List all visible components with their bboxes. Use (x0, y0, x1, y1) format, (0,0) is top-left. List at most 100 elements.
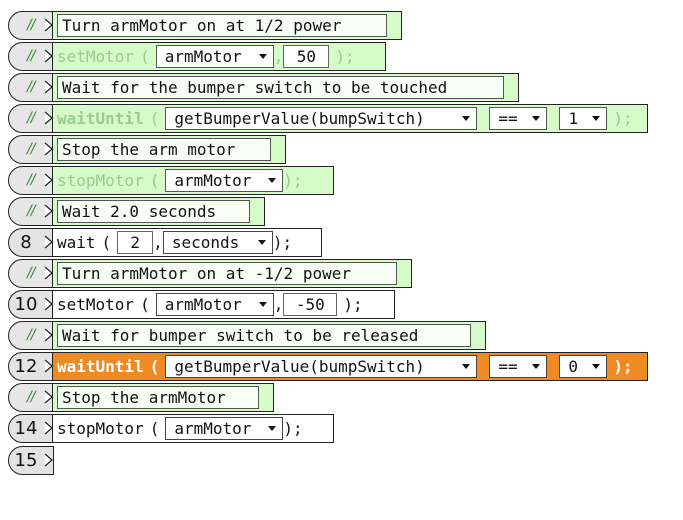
commented-statement: setMotor ( armMotor , 50 ); (52, 42, 386, 71)
commented-statement: stopMotor ( armMotor ); (52, 166, 334, 195)
open-paren: ( (149, 419, 160, 438)
arrow-icon (44, 453, 53, 467)
dropdown-value: seconds (171, 233, 240, 252)
chevron-down-icon (462, 364, 471, 369)
close-paren: ); (613, 109, 633, 128)
condition-dropdown[interactable]: getBumperValue(bumpSwitch) (165, 355, 478, 378)
close-paren: ); (283, 171, 303, 190)
comment-text[interactable]: Wait for bumper switch to be released (57, 324, 471, 347)
chevron-down-icon (592, 116, 601, 121)
comment-text[interactable]: Turn armMotor on at 1/2 power (57, 14, 387, 37)
comment-block: Stop the arm motor (52, 135, 286, 164)
comment-block: Turn armMotor on at 1/2 power (52, 11, 402, 40)
function-name: setMotor (57, 47, 135, 66)
comment-block: Wait for the bumper switch to be touched (52, 73, 519, 102)
comment-toggle-icon[interactable]: // (27, 389, 36, 405)
chevron-down-icon (257, 240, 266, 245)
value-dropdown[interactable]: 1 (559, 107, 608, 130)
dropdown-value: == (498, 109, 518, 128)
open-paren: ( (149, 357, 160, 376)
comment-text[interactable]: Wait for the bumper switch to be touched (57, 76, 504, 99)
comment-toggle-icon[interactable]: // (27, 327, 36, 343)
motor-dropdown[interactable]: armMotor (155, 45, 274, 68)
chevron-down-icon (532, 116, 541, 121)
value-dropdown[interactable]: 0 (559, 355, 608, 378)
open-paren: ( (140, 295, 150, 314)
chevron-down-icon (268, 178, 277, 183)
power-input[interactable]: 50 (283, 45, 330, 68)
comment-block: Wait 2.0 seconds (52, 197, 265, 226)
function-name: setMotor (57, 295, 135, 314)
close-paren: ); (335, 47, 355, 66)
dropdown-value: 1 (568, 109, 578, 128)
dropdown-value: getBumperValue(bumpSwitch) (174, 357, 425, 376)
comment-text[interactable]: Turn armMotor on at -1/2 power (57, 262, 397, 285)
line-number: 15 (14, 450, 38, 471)
chevron-down-icon (592, 364, 601, 369)
comment-block: Turn armMotor on at -1/2 power (52, 259, 412, 288)
comment-toggle-icon[interactable]: // (27, 48, 36, 64)
comma: , (273, 295, 284, 314)
dropdown-value: armMotor (164, 47, 242, 66)
chevron-down-icon (258, 54, 267, 59)
power-input[interactable]: -50 (283, 293, 338, 316)
chevron-down-icon (462, 116, 471, 121)
chevron-down-icon (258, 302, 267, 307)
line-gutter[interactable]: 14 (8, 414, 54, 443)
motor-dropdown[interactable]: armMotor (165, 169, 284, 192)
line-gutter[interactable]: 8 (8, 228, 54, 257)
close-paren: ); (343, 295, 363, 314)
time-unit-dropdown[interactable]: seconds (162, 231, 273, 254)
comment-toggle-icon[interactable]: // (27, 79, 36, 95)
dropdown-value: == (498, 357, 518, 376)
motor-dropdown[interactable]: armMotor (165, 417, 284, 440)
comment-toggle-icon[interactable]: // (27, 110, 36, 126)
condition-dropdown[interactable]: getBumperValue(bumpSwitch) (165, 107, 478, 130)
operator-dropdown[interactable]: == (489, 355, 548, 378)
comment-toggle-icon[interactable]: // (27, 17, 36, 33)
highlighted-statement: waitUntil ( getBumperValue(bumpSwitch) =… (52, 352, 648, 381)
comment-toggle-icon[interactable]: // (27, 141, 36, 157)
line-number: 8 (20, 232, 32, 253)
function-name: waitUntil (57, 109, 144, 128)
motor-dropdown[interactable]: armMotor (155, 293, 274, 316)
function-name: stopMotor (57, 171, 144, 190)
function-name: stopMotor (57, 419, 144, 438)
function-name: waitUntil (57, 357, 144, 376)
dropdown-value: getBumperValue(bumpSwitch) (174, 109, 425, 128)
statement: setMotor ( armMotor , -50 ); (52, 290, 395, 319)
close-paren: ); (272, 233, 293, 252)
open-paren: ( (140, 47, 150, 66)
dropdown-value: armMotor (164, 295, 242, 314)
line-number: 14 (14, 418, 38, 439)
statement: stopMotor ( armMotor ); (52, 414, 334, 443)
open-paren: ( (149, 171, 160, 190)
line-gutter[interactable]: 15 (8, 446, 54, 475)
duration-input[interactable]: 2 (117, 231, 154, 254)
chevron-down-icon (532, 364, 541, 369)
comment-text[interactable]: Wait 2.0 seconds (57, 200, 250, 223)
comment-text[interactable]: Stop the armMotor (57, 386, 259, 409)
line-number: 12 (14, 356, 38, 377)
dropdown-value: armMotor (174, 419, 252, 438)
comma: , (153, 233, 163, 252)
comment-toggle-icon[interactable]: // (27, 265, 36, 281)
dropdown-value: armMotor (174, 171, 252, 190)
operator-dropdown[interactable]: == (489, 107, 548, 130)
dropdown-value: 0 (568, 357, 578, 376)
statement: wait ( 2 , seconds ); (52, 228, 322, 257)
comment-text[interactable]: Stop the arm motor (57, 138, 271, 161)
close-paren: ); (613, 357, 633, 376)
comment-block: Stop the armMotor (52, 383, 274, 412)
open-paren: ( (101, 233, 112, 252)
line-number: 10 (14, 294, 38, 315)
close-paren: ); (283, 419, 303, 438)
open-paren: ( (149, 109, 160, 128)
comment-block: Wait for bumper switch to be released (52, 321, 486, 350)
commented-statement: waitUntil ( getBumperValue(bumpSwitch) =… (52, 104, 648, 133)
comment-toggle-icon[interactable]: // (27, 203, 36, 219)
comment-toggle-icon[interactable]: // (27, 172, 36, 188)
chevron-down-icon (268, 426, 277, 431)
comma: , (273, 47, 284, 66)
function-name: wait (57, 233, 96, 252)
